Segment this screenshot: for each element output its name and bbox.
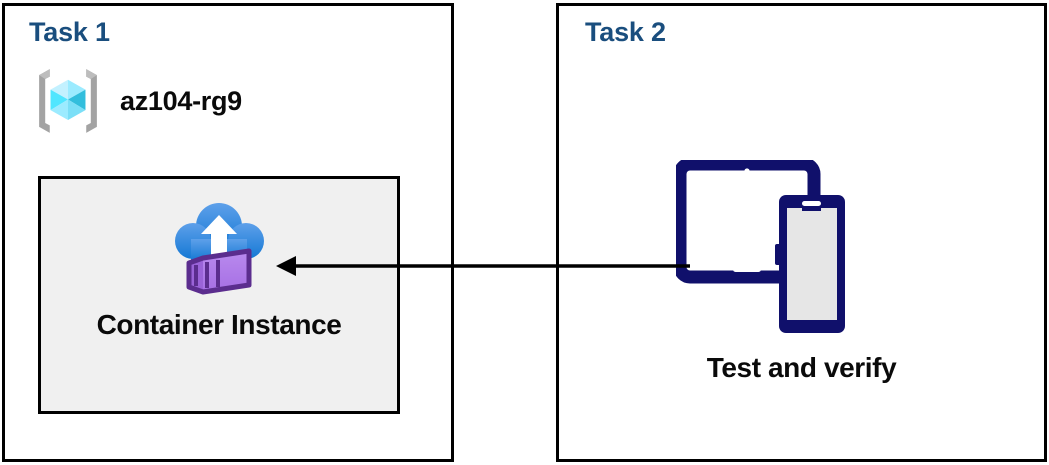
- azure-resource-group-icon: [30, 63, 106, 139]
- panel-task-2: [556, 3, 1047, 462]
- azure-container-instance-icon: [167, 199, 271, 297]
- panel-title-task-2: Task 2: [585, 17, 666, 47]
- resource-group-label: az104-rg9: [120, 85, 242, 116]
- container-instance-card: Container Instance: [38, 176, 400, 414]
- container-instance-label: Container Instance: [96, 309, 342, 340]
- test-and-verify-label: Test and verify: [706, 352, 897, 383]
- tablet-and-phone-icon: [673, 157, 866, 337]
- panel-title-task-1: Task 1: [29, 17, 110, 47]
- resource-group-row: az104-rg9: [30, 62, 320, 140]
- panel-task-1: [2, 3, 454, 462]
